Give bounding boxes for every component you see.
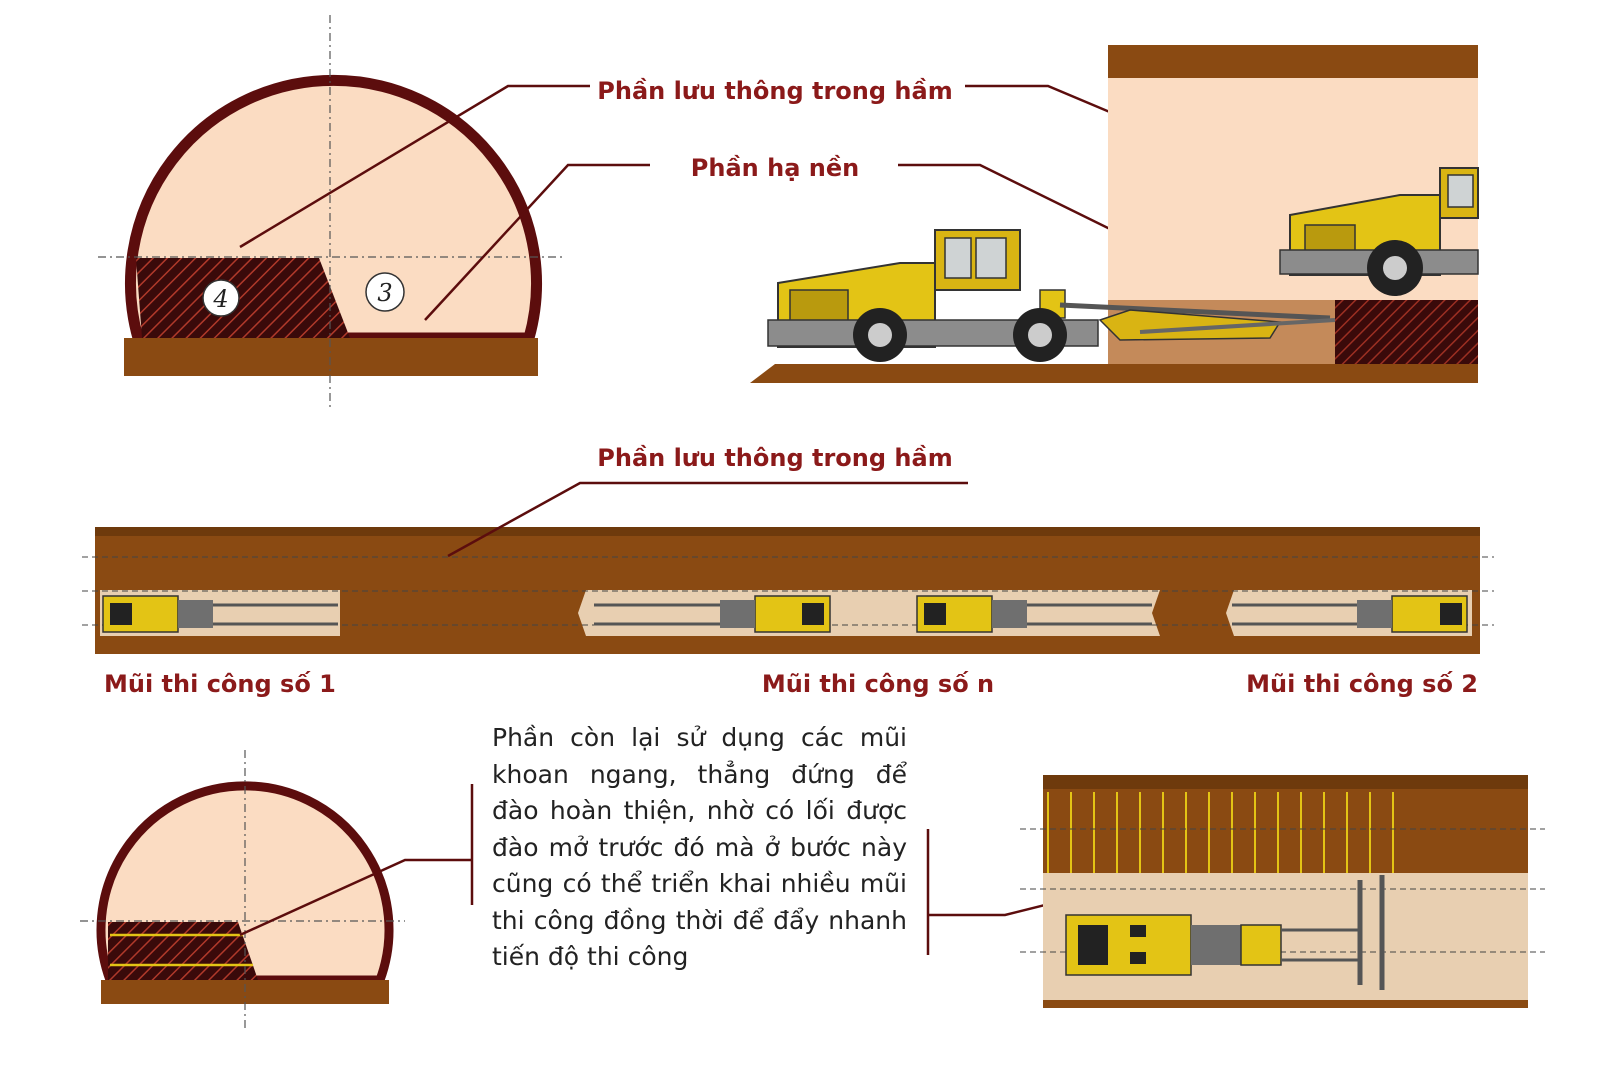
tunnel-roof bbox=[1108, 45, 1478, 78]
tunnel-floor bbox=[750, 364, 1478, 383]
section-4-marker bbox=[202, 279, 240, 317]
section-4-hatched-area bbox=[136, 258, 350, 338]
label-traffic-part-top: Phần lưu thông trong hầm bbox=[597, 77, 952, 105]
drill-jumbo-top-view-icon bbox=[102, 595, 338, 633]
label-bench-part: Phần hạ nền bbox=[691, 154, 859, 182]
leader-line-mid bbox=[447, 481, 968, 558]
label-face-2: Mũi thi công số 2 bbox=[1246, 670, 1478, 698]
drill-jumbo-top-view-icon bbox=[916, 595, 1152, 633]
description-text: Phần còn lại sử dụng các mũi khoan ngang… bbox=[492, 723, 907, 971]
remaining-hatched-area bbox=[108, 922, 258, 980]
drill-jumbo-icon bbox=[1279, 167, 1479, 296]
section-3-marker bbox=[365, 272, 405, 312]
drill-jumbo-top-view-icon bbox=[1065, 875, 1385, 990]
drill-jumbo-top-view-icon bbox=[1232, 595, 1468, 633]
plan-view bbox=[82, 527, 1494, 654]
label-face-n: Mũi thi công số n bbox=[762, 670, 994, 698]
drill-jumbo-icon bbox=[767, 229, 1336, 362]
foundation-slab bbox=[124, 338, 538, 376]
label-face-1: Mũi thi công số 1 bbox=[104, 670, 336, 698]
label-traffic-part-mid: Phần lưu thông trong hầm bbox=[597, 444, 952, 472]
section-3-number: 3 bbox=[377, 279, 392, 307]
section-4-number: 4 bbox=[212, 285, 228, 313]
tunnel-cross-section-bottom bbox=[80, 750, 405, 1030]
drill-jumbo-top-view-icon bbox=[594, 595, 831, 633]
bench-hatched-area bbox=[1335, 300, 1478, 364]
tunnel-cross-section-top: 4 3 bbox=[98, 15, 565, 410]
